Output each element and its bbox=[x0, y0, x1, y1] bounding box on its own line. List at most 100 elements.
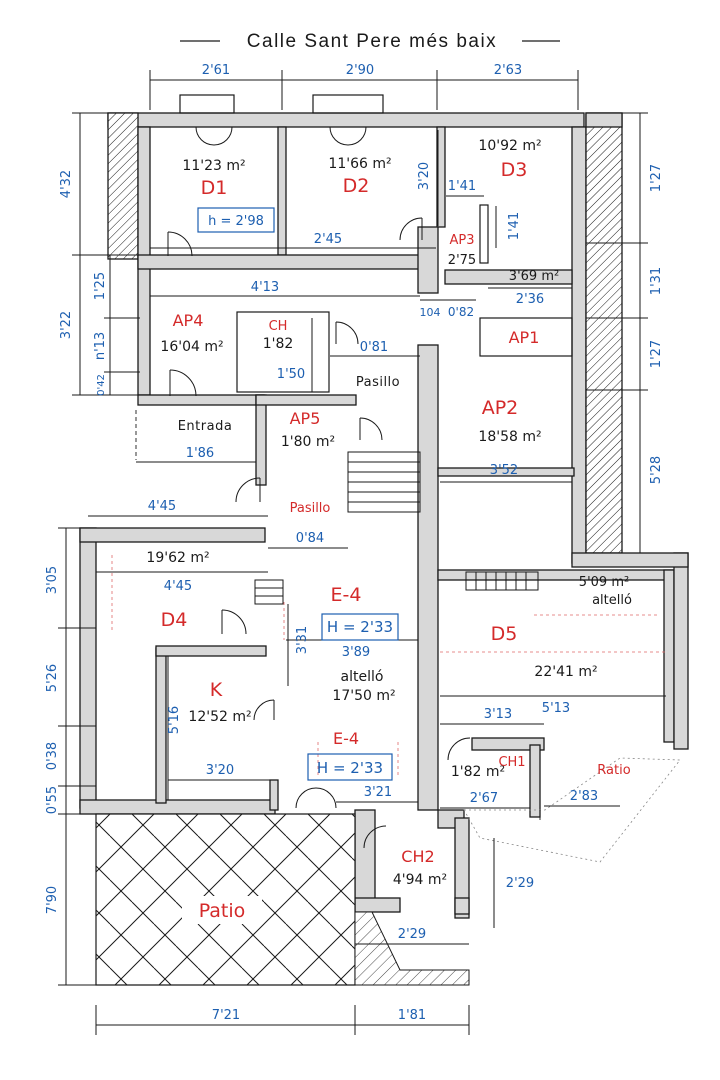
stairs bbox=[254, 451, 539, 605]
dim-entrada-186: 1'86 bbox=[186, 446, 214, 461]
ap5-name: AP5 bbox=[290, 409, 321, 428]
dim-right-131: 1'31 bbox=[649, 267, 664, 295]
ch2-area: 4'94 m² bbox=[393, 872, 447, 888]
interior-dimensions: 3'20 2'45 1'41 1'41 2'36 4'13 104 0'82 1… bbox=[148, 162, 598, 1023]
ch-name: CH bbox=[269, 319, 288, 334]
dim-left-790: 7'90 bbox=[45, 886, 60, 914]
doors bbox=[167, 126, 471, 849]
dim-right-127b: 1'27 bbox=[649, 340, 664, 368]
ap1-area: 3'69 m² bbox=[509, 269, 559, 284]
ch-area: 1'82 bbox=[263, 336, 294, 352]
dim-082: 0'82 bbox=[448, 305, 474, 319]
ap3-name: AP3 bbox=[449, 233, 474, 248]
dim-left-125: 1'25 bbox=[93, 272, 108, 300]
ratio-name: Ratio bbox=[597, 763, 630, 778]
e4-upper-height: H = 2'33 bbox=[327, 618, 393, 636]
d2-area: 11'66 m² bbox=[328, 156, 391, 172]
dim-left-113: n'13 bbox=[93, 332, 108, 360]
dim-ch2-229v: 2'29 bbox=[506, 876, 534, 891]
ap4-area: 16'04 m² bbox=[160, 339, 223, 355]
e4-lower-name: E-4 bbox=[333, 729, 359, 748]
dim-left-038: 0'38 bbox=[45, 742, 60, 770]
ap5-area: 1'80 m² bbox=[281, 434, 335, 450]
dim-left-305: 3'05 bbox=[45, 566, 60, 594]
dim-bottom-181: 1'81 bbox=[398, 1008, 426, 1023]
dim-ch1-267: 2'67 bbox=[470, 791, 498, 806]
dim-d5-513: 5'13 bbox=[542, 701, 570, 716]
dim-e4-321: 3'21 bbox=[364, 785, 392, 800]
reference-lines bbox=[111, 410, 666, 820]
ch1-area: 1'82 m² bbox=[451, 764, 505, 780]
dim-e4-389: 3'89 bbox=[342, 645, 370, 660]
ap2-name: AP2 bbox=[482, 397, 519, 419]
dim-ap4-413: 4'13 bbox=[251, 280, 279, 295]
dim-left-055: 0'55 bbox=[45, 786, 60, 814]
dim-left-432: 4'32 bbox=[59, 170, 74, 198]
walls bbox=[79, 94, 689, 919]
patio-name: Patio bbox=[199, 900, 246, 922]
dim-d3-141b: 1'41 bbox=[507, 212, 522, 240]
d5-name: D5 bbox=[491, 623, 518, 645]
kitchen-name: K bbox=[210, 679, 223, 701]
dim-top-3: 2'63 bbox=[494, 63, 522, 78]
d1-area: 11'23 m² bbox=[182, 158, 245, 174]
dim-right-528: 5'28 bbox=[649, 456, 664, 484]
dim-pasillo-084: 0'84 bbox=[296, 531, 324, 546]
dim-left-526: 5'26 bbox=[45, 664, 60, 692]
dim-ch2-229h: 2'29 bbox=[398, 927, 426, 942]
dim-d2-245: 2'45 bbox=[314, 232, 342, 247]
left-dimensions: 4'32 3'22 1'25 n'13 0'42 3'05 5'26 0'38 … bbox=[45, 112, 140, 986]
altello-main-area: 17'50 m² bbox=[332, 688, 395, 704]
altello-main-label: altelló bbox=[341, 669, 384, 685]
e4-lower-height: H = 2'33 bbox=[317, 759, 383, 777]
d2-name: D2 bbox=[343, 175, 370, 197]
e4-upper-name: E-4 bbox=[331, 584, 362, 606]
dim-right-127a: 1'27 bbox=[649, 164, 664, 192]
dim-ch-150: 1'50 bbox=[277, 367, 305, 382]
dim-top-2: 2'90 bbox=[346, 63, 374, 78]
d1-height: h = 2'98 bbox=[208, 214, 264, 229]
dim-k-320: 3'20 bbox=[206, 763, 234, 778]
dim-left-042: 0'42 bbox=[96, 374, 107, 396]
altello-d5-area: 5'09 m² bbox=[579, 575, 629, 590]
dim-bottom-721: 7'21 bbox=[212, 1008, 240, 1023]
d5-area: 22'41 m² bbox=[534, 664, 597, 680]
dim-104: 104 bbox=[420, 306, 441, 319]
street-header: Calle Sant Pere més baix bbox=[180, 31, 560, 52]
dim-d5-313: 3'13 bbox=[484, 707, 512, 722]
ap3-area: 2'75 bbox=[448, 253, 476, 268]
pasillo-lower-label: Pasillo bbox=[290, 501, 331, 516]
ch2-name: CH2 bbox=[401, 847, 434, 866]
dim-k-516: 5'16 bbox=[167, 706, 182, 734]
right-dimensions: 1'27 1'31 1'27 5'28 bbox=[586, 112, 664, 554]
d1-name: D1 bbox=[201, 177, 228, 199]
dim-ratio-283: 2'83 bbox=[570, 789, 598, 804]
interior-dimension-lines bbox=[88, 130, 666, 1035]
kitchen-area: 12'52 m² bbox=[188, 709, 251, 725]
ch1-name: CH1 bbox=[498, 755, 525, 770]
ap1-name: AP1 bbox=[509, 328, 540, 347]
ap2-area: 18'58 m² bbox=[478, 429, 541, 445]
altello-d5-label: altelló bbox=[592, 593, 632, 608]
street-name: Calle Sant Pere més baix bbox=[247, 31, 497, 52]
top-dimensions: 2'61 2'90 2'63 bbox=[149, 63, 579, 110]
room-labels: 11'23 m² D1 h = 2'98 11'66 m² D2 10'92 m… bbox=[146, 138, 632, 924]
ap4-name: AP4 bbox=[173, 311, 204, 330]
d3-area: 10'92 m² bbox=[478, 138, 541, 154]
dim-top-1: 2'61 bbox=[202, 63, 230, 78]
dim-e4-331: 3'31 bbox=[295, 626, 310, 654]
pasillo-upper-label: Pasillo bbox=[356, 375, 400, 390]
d3-name: D3 bbox=[501, 159, 528, 181]
dim-left-322: 3'22 bbox=[59, 311, 74, 339]
dim-ap2-352: 3'52 bbox=[490, 463, 518, 478]
d4-area: 19'62 m² bbox=[146, 550, 209, 566]
d4-name: D4 bbox=[161, 609, 188, 631]
dim-pasillo-081: 0'81 bbox=[360, 340, 388, 355]
dim-d4-445: 4'45 bbox=[164, 579, 192, 594]
dim-d2-320: 3'20 bbox=[417, 162, 432, 190]
dim-d3-141a: 1'41 bbox=[448, 179, 476, 194]
dim-445a: 4'45 bbox=[148, 499, 176, 514]
entrada-label: Entrada bbox=[178, 419, 233, 434]
dim-ap1-236: 2'36 bbox=[516, 292, 544, 307]
